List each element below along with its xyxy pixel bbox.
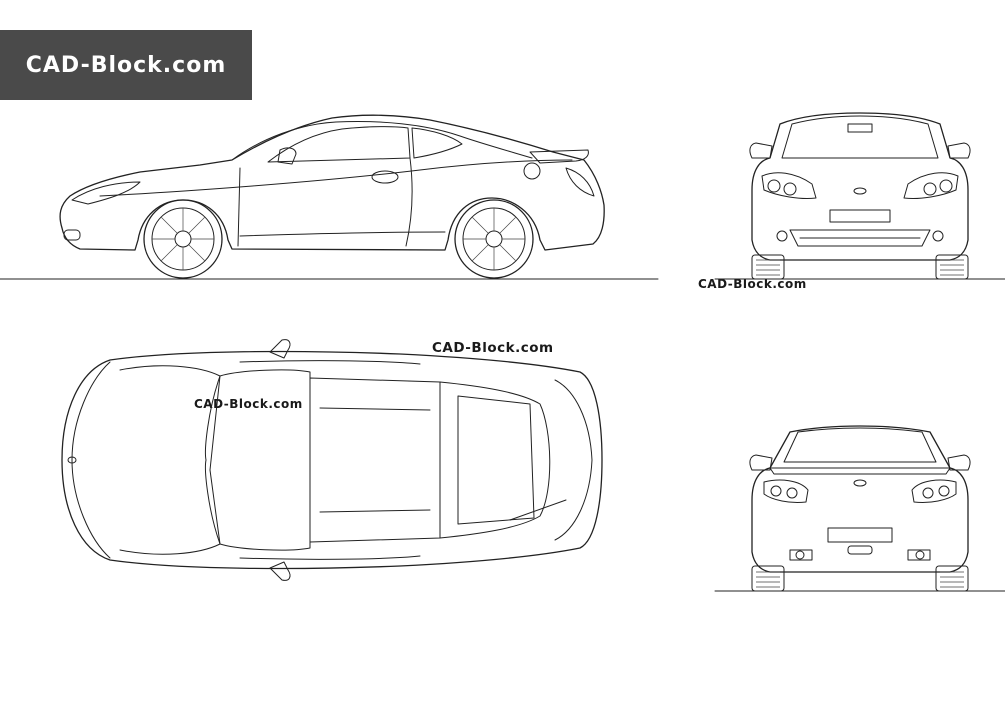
top-hood — [71, 361, 221, 559]
rear-left-lamp-2 — [786, 487, 798, 499]
side-door-handle — [371, 170, 399, 184]
front-left-lamp-1 — [767, 179, 781, 193]
rear-right-exhaust — [907, 549, 931, 561]
side-taillight — [565, 167, 595, 197]
rear-window — [783, 427, 937, 463]
side-lower-line — [239, 231, 446, 237]
side-window — [267, 126, 411, 163]
front-right-tire — [935, 254, 969, 280]
side-headlight — [71, 181, 141, 205]
top-windshield — [205, 369, 311, 551]
rear-left-taillight — [763, 479, 809, 503]
front-windshield — [781, 115, 939, 159]
front-right-mirror — [947, 142, 971, 159]
side-fog-lamp — [63, 229, 81, 241]
top-window-lines — [239, 360, 421, 560]
side-door-line — [237, 157, 413, 247]
rear-center-light — [847, 545, 873, 555]
rear-right-tire — [935, 565, 969, 592]
front-left-mirror — [749, 142, 773, 159]
rear-logo — [853, 479, 867, 487]
front-left-lamp-2 — [783, 182, 797, 196]
rear-body-outline — [751, 425, 969, 573]
rear-right-taillight — [911, 479, 957, 503]
top-left-mirror — [269, 339, 291, 359]
front-tire-treads — [756, 259, 964, 276]
front-logo — [853, 187, 867, 195]
top-right-mirror — [269, 561, 291, 581]
rear-right-lamp-2 — [922, 487, 934, 499]
top-wiper — [509, 499, 567, 521]
front-left-headlight — [761, 172, 817, 199]
front-right-headlight — [903, 172, 959, 199]
top-front-logo — [67, 456, 77, 464]
front-body-outline — [751, 112, 969, 261]
site-logo-badge: CAD-Block.com — [0, 30, 252, 100]
rear-left-tire — [751, 565, 785, 592]
top-rear-window — [439, 381, 551, 539]
rear-right-mirror — [947, 454, 971, 471]
front-right-lamp-1 — [939, 179, 953, 193]
site-logo-text: CAD-Block.com — [25, 52, 227, 78]
watermark-front-view: CAD-Block.com — [698, 277, 807, 291]
front-left-tire — [751, 254, 785, 280]
front-grille — [789, 229, 931, 247]
rear-right-lamp-1 — [938, 485, 950, 497]
front-right-lamp-2 — [923, 182, 937, 196]
side-roof-line — [231, 121, 533, 161]
rear-spoiler — [769, 467, 951, 475]
side-fuel-cap — [523, 162, 541, 180]
watermark-top-view-right: CAD-Block.com — [432, 340, 554, 356]
side-spoiler — [529, 149, 589, 164]
front-mirror-interior — [847, 123, 873, 133]
rear-left-mirror — [749, 454, 773, 471]
rear-left-lamp-1 — [770, 485, 782, 497]
watermark-top-view-left: CAD-Block.com — [194, 397, 303, 411]
top-body-outline — [61, 350, 603, 570]
front-left-fog — [776, 230, 788, 242]
front-right-fog — [932, 230, 944, 242]
front-license-plate — [829, 209, 891, 223]
top-trunk — [554, 379, 593, 541]
side-front-wheel — [143, 199, 223, 279]
side-rear-wheel — [454, 199, 534, 279]
side-mirror — [277, 147, 297, 165]
rear-tire-treads — [756, 571, 964, 588]
side-rear-window — [411, 127, 463, 159]
rear-license-plate — [827, 527, 893, 543]
rear-left-exhaust — [789, 549, 813, 561]
